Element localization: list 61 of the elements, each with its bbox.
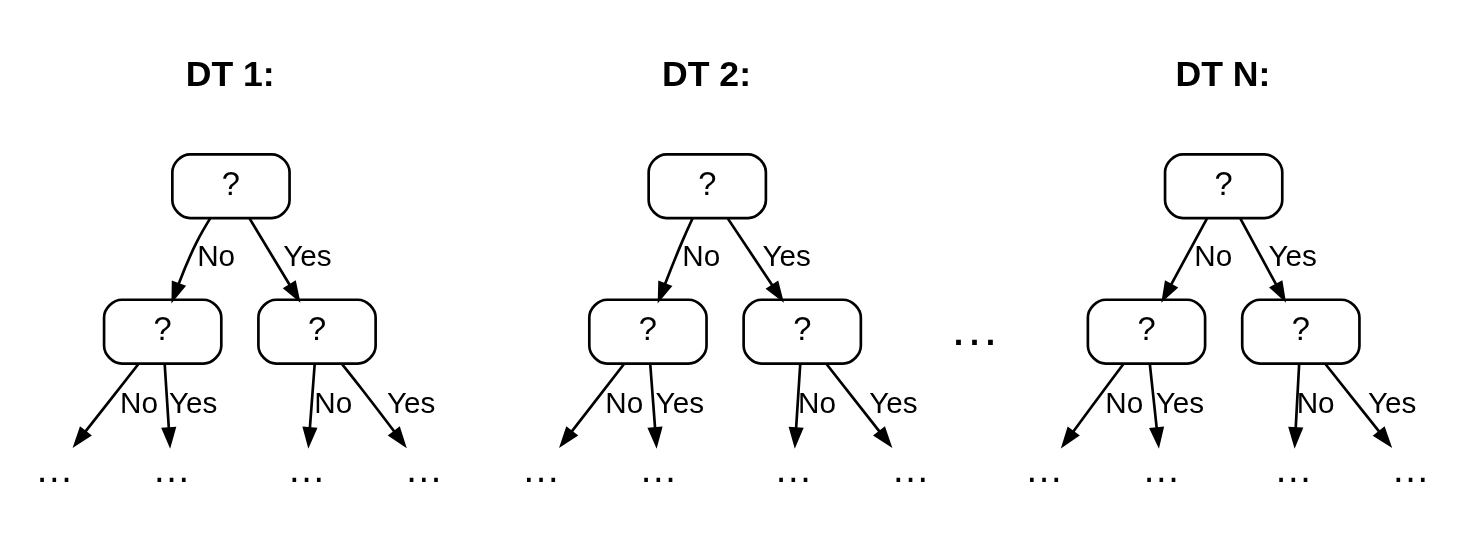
edge-label: No <box>1105 385 1144 419</box>
label: … <box>949 298 1000 356</box>
node-text: … <box>1274 446 1313 490</box>
node-box: ? <box>171 153 291 220</box>
edge-label: Yes <box>387 385 436 419</box>
edge-label: No <box>682 238 721 272</box>
edge-label: No <box>1296 385 1335 419</box>
node-box: ? <box>102 298 223 365</box>
node-text: … <box>287 446 326 490</box>
node-text: … <box>774 446 813 490</box>
arrow <box>171 217 212 304</box>
edge-label: Yes <box>283 238 332 272</box>
node-box: ? <box>742 298 863 365</box>
edge-label: No <box>314 385 353 419</box>
edge-label: Yes <box>1367 385 1417 419</box>
arrow <box>72 362 140 448</box>
arrow <box>1060 362 1125 449</box>
arrow <box>340 362 407 449</box>
node-text: … <box>35 446 74 490</box>
node-text: … <box>1024 446 1064 490</box>
edge-label: No <box>119 385 158 419</box>
edge-label: No <box>798 385 837 419</box>
arrow <box>1148 363 1165 449</box>
arrow <box>647 363 663 449</box>
arrow <box>1324 362 1393 448</box>
node-text: … <box>1142 446 1181 490</box>
edge-label: Yes <box>655 385 705 419</box>
node-box: ? <box>647 153 768 220</box>
label: DT N: <box>1175 54 1271 95</box>
edge-label: Yes <box>1155 385 1205 419</box>
arrow <box>788 363 804 449</box>
node-box: ? <box>1240 298 1361 365</box>
node-box: ? <box>1163 153 1284 220</box>
edge-label: No <box>197 238 236 272</box>
arrow <box>657 217 694 304</box>
edge-label: No <box>605 385 644 419</box>
node-text: … <box>1391 446 1430 490</box>
arrow <box>161 363 177 449</box>
node-text: … <box>891 446 930 490</box>
node-text: … <box>152 446 191 490</box>
node-box: ? <box>257 298 377 365</box>
arrow <box>1161 218 1209 303</box>
edge-label: Yes <box>168 385 218 419</box>
arrow <box>726 217 784 303</box>
arrow <box>825 362 893 448</box>
node-text: … <box>521 446 561 490</box>
arrow <box>302 363 318 449</box>
edge-label: No <box>1194 238 1233 272</box>
arrow <box>248 217 301 303</box>
node-text: … <box>639 446 678 490</box>
edge-label: Yes <box>869 385 918 419</box>
node-box: ? <box>587 298 708 365</box>
edge-label: Yes <box>762 238 811 272</box>
edge-label: Yes <box>1268 238 1317 272</box>
arrow <box>559 362 626 448</box>
arrow <box>1288 363 1304 449</box>
label: DT 1: <box>185 54 275 95</box>
node-box: ? <box>1086 298 1207 365</box>
label: DT 2: <box>662 54 752 95</box>
node-text: … <box>404 446 444 490</box>
arrow <box>1239 218 1287 303</box>
